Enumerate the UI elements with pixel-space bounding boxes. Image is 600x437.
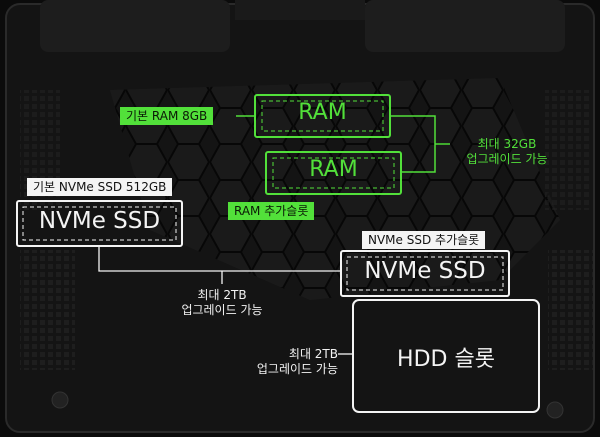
ram-slot-1-label: RAM xyxy=(298,100,347,125)
hdd-slot-label: HDD 슬롯 xyxy=(397,347,495,372)
ssd-slot-2-label: NVMe SSD xyxy=(364,258,486,284)
ram-base-tag: 기본 RAM 8GB xyxy=(120,107,214,125)
left-side-vent xyxy=(20,250,75,370)
hdd-max-note: 최대 2TB 업그레이드 가능 xyxy=(228,347,338,377)
hdd-max-line2: 업그레이드 가능 xyxy=(256,362,338,376)
ssd-max-line2: 업그레이드 가능 xyxy=(181,303,263,317)
ram-add-slot-tag: RAM 추가슬롯 xyxy=(228,202,315,220)
ram-max-line1: 최대 32GB xyxy=(477,137,537,151)
ram-max-note: 최대 32GB 업그레이드 가능 xyxy=(452,137,562,167)
ssd-base-tag: 기본 NVMe SSD 512GB xyxy=(27,178,173,196)
ssd-connector xyxy=(98,246,341,272)
ssd-slot-1-label: NVMe SSD xyxy=(38,208,161,234)
hdd-slot xyxy=(352,299,540,413)
ssd-max-note: 최대 2TB 업그레이드 가능 xyxy=(167,288,277,318)
top-left-foot xyxy=(40,0,230,52)
ssd-max-line1: 최대 2TB xyxy=(197,288,247,302)
hdd-max-line1: 최대 2TB xyxy=(288,347,338,361)
ssd-slot-2 xyxy=(340,250,510,297)
right-side-vent xyxy=(548,250,593,370)
ram-max-line2: 업그레이드 가능 xyxy=(466,152,548,166)
ram-slot-2 xyxy=(265,151,402,195)
ssd-add-slot-tag: NVMe SSD 추가슬롯 xyxy=(362,231,486,249)
ram-slot-2-label: RAM xyxy=(309,157,358,182)
top-right-foot xyxy=(365,0,565,52)
